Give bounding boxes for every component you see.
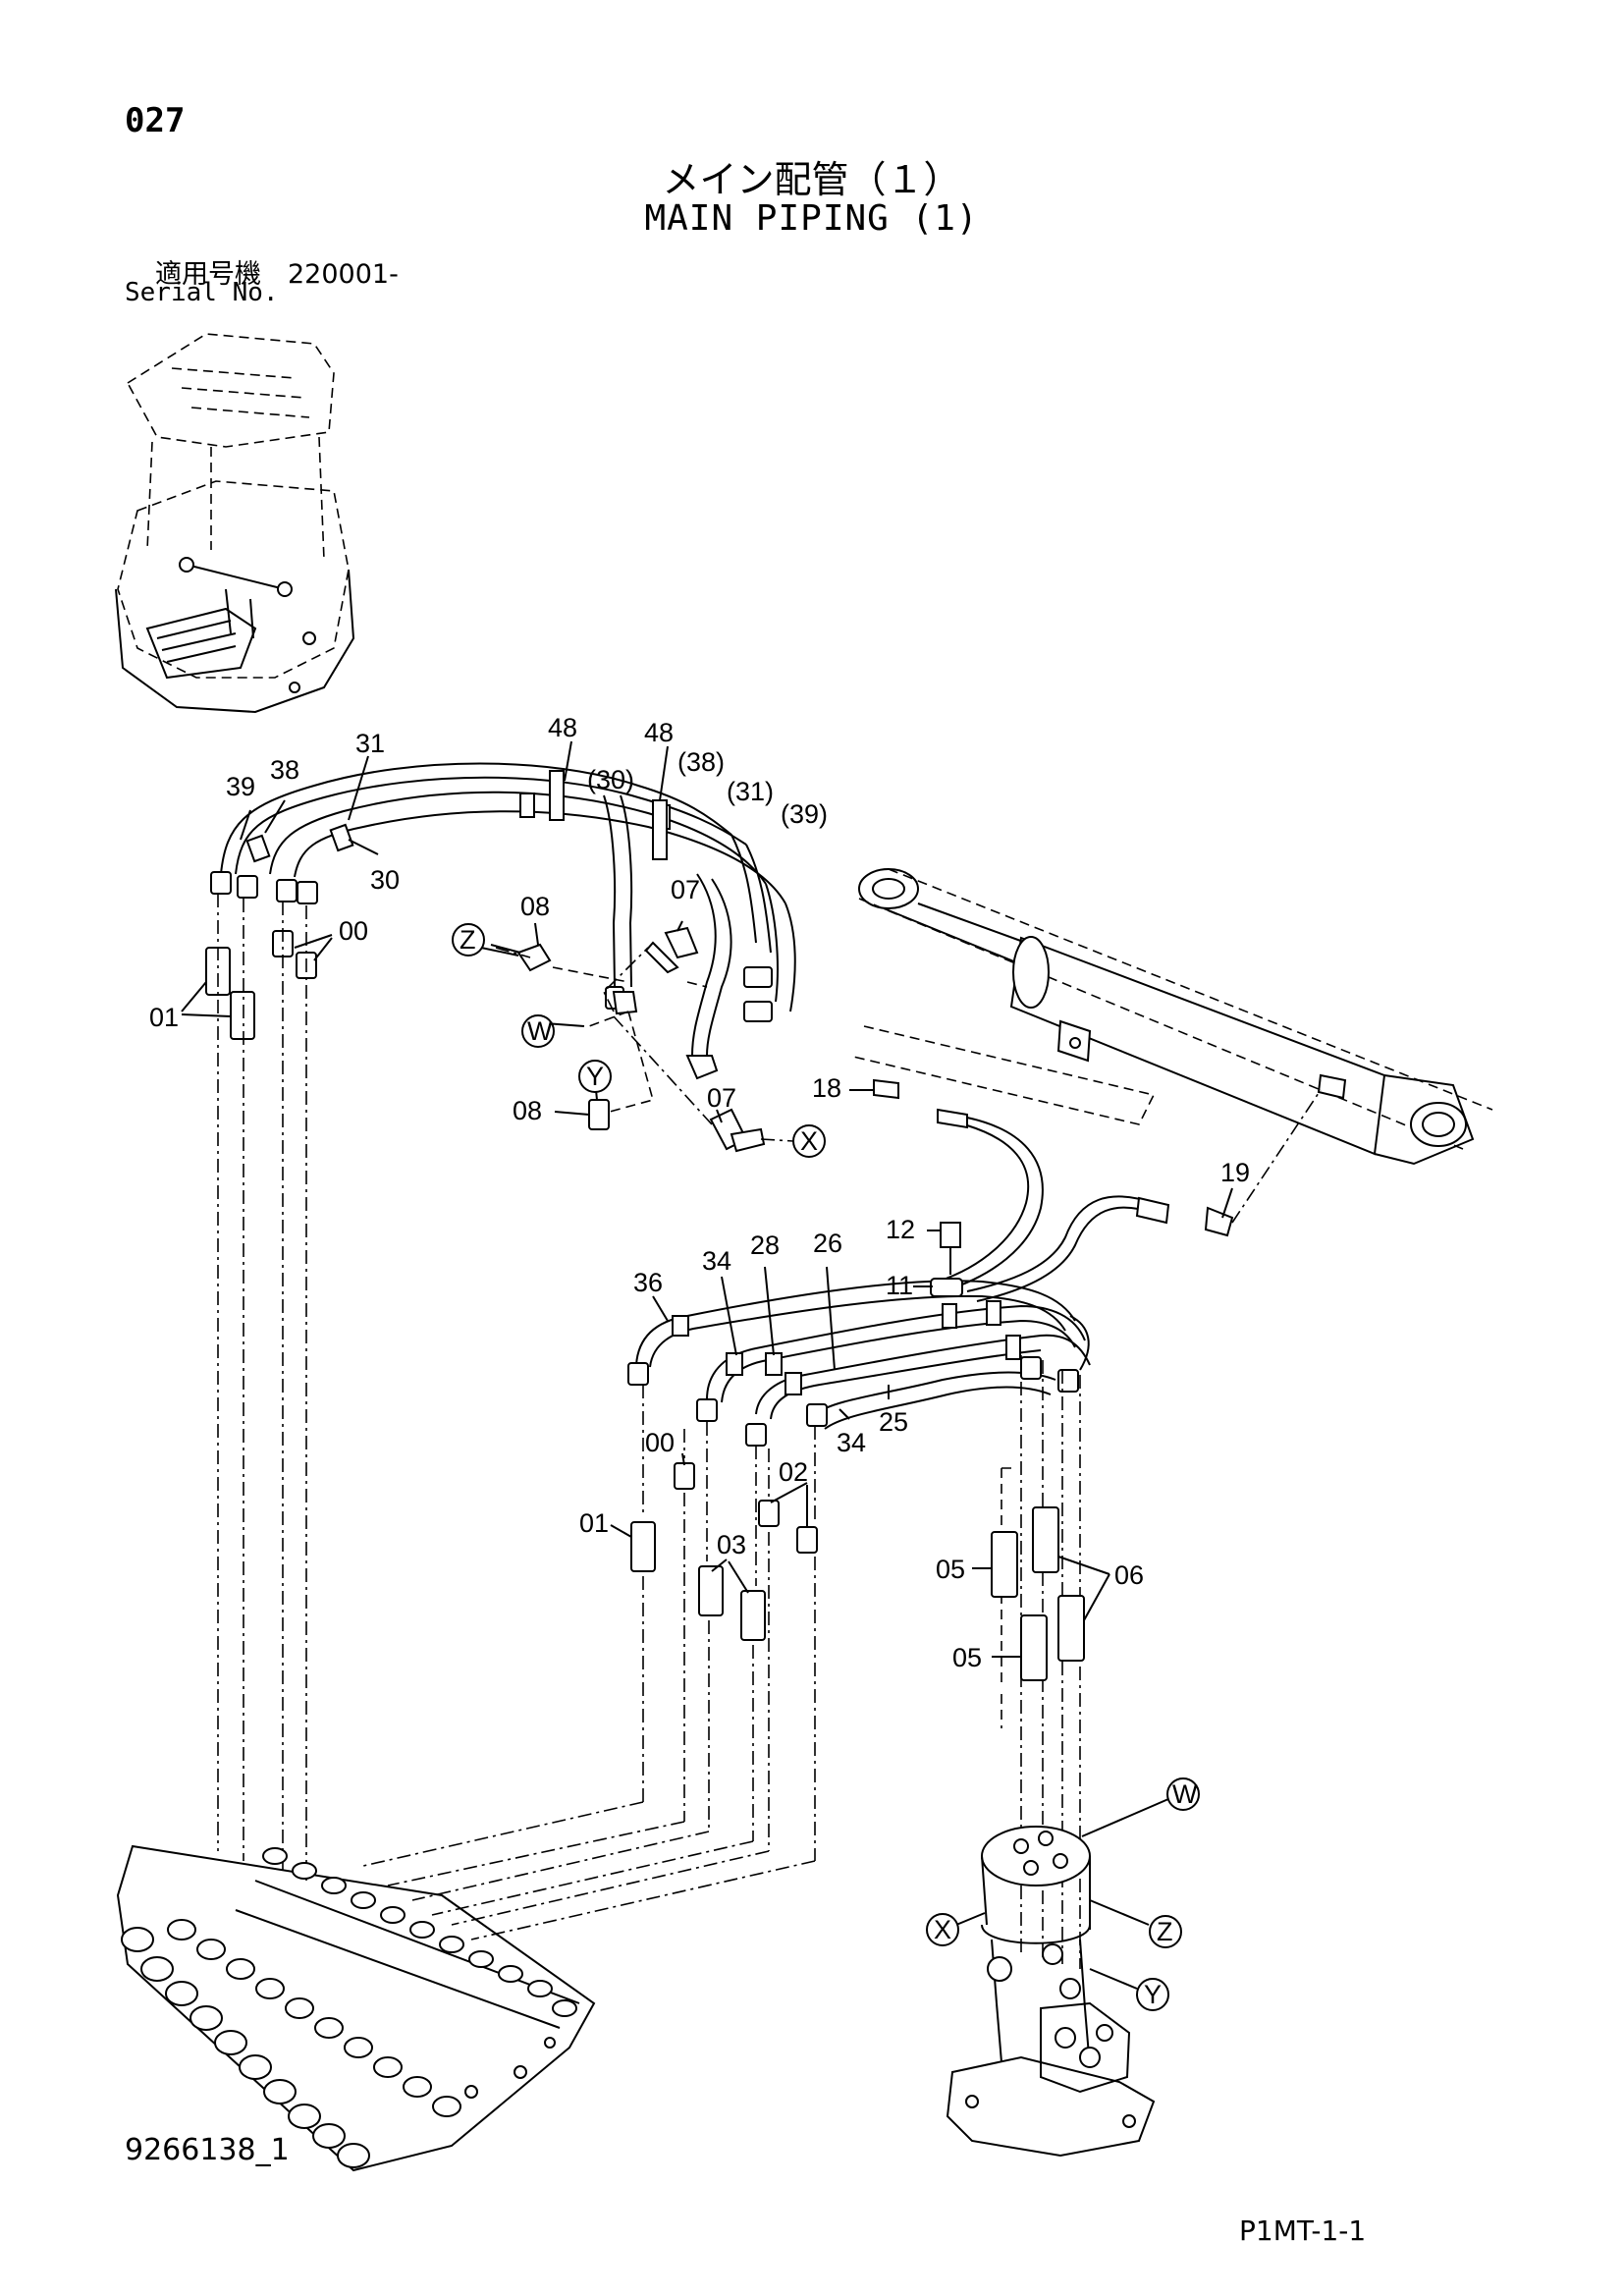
callout-11: 11 bbox=[886, 1271, 913, 1300]
callout-19: 19 bbox=[1220, 1158, 1250, 1187]
page-title-japanese: メイン配管（１） bbox=[662, 158, 961, 201]
callout-31: 31 bbox=[355, 729, 385, 758]
leader-lines bbox=[181, 740, 1233, 1990]
boom-cylinder-illustration bbox=[858, 868, 1493, 1166]
sheet-code: P1MT-1-1 bbox=[1239, 2214, 1367, 2247]
port-marker-x-upper: X bbox=[792, 1124, 826, 1158]
callout-01-upper: 01 bbox=[149, 1003, 179, 1032]
callout-02: 02 bbox=[779, 1457, 808, 1487]
callout-48-b: 48 bbox=[644, 718, 674, 747]
callout-30: 30 bbox=[370, 865, 400, 895]
drawing-number: 9266138_1 bbox=[125, 2133, 290, 2167]
callout-34-upper: 34 bbox=[702, 1246, 731, 1276]
svg-text:Y: Y bbox=[586, 1062, 604, 1091]
port-marker-w-lower: W bbox=[1166, 1777, 1200, 1811]
svg-text:Y: Y bbox=[1144, 1980, 1162, 2009]
callout-07-lower: 07 bbox=[707, 1083, 736, 1113]
svg-text:X: X bbox=[934, 1915, 951, 1944]
cylinder-hose-group bbox=[848, 1025, 1322, 1302]
port-marker-z-upper: Z bbox=[452, 923, 485, 957]
callout-36: 36 bbox=[633, 1268, 663, 1297]
callout-07-upper: 07 bbox=[671, 875, 700, 904]
port-marker-z-lower: Z bbox=[1149, 1915, 1182, 1948]
callout-38-ref: (38) bbox=[677, 747, 725, 777]
svg-text:Z: Z bbox=[1157, 1917, 1173, 1946]
lower-fittings bbox=[630, 1385, 818, 1861]
lower-center-lines bbox=[362, 1801, 816, 1941]
callout-08-lower: 08 bbox=[513, 1096, 542, 1125]
swivel-fittings-05-06 bbox=[991, 1355, 1085, 1969]
port-marker-y-lower: Y bbox=[1136, 1978, 1169, 2011]
callout-30-ref: (30) bbox=[587, 765, 634, 794]
callout-06: 06 bbox=[1114, 1560, 1144, 1590]
callout-05-lower: 05 bbox=[952, 1643, 982, 1672]
callout-05-upper: 05 bbox=[936, 1555, 965, 1584]
callout-18: 18 bbox=[812, 1073, 841, 1103]
upper-hose-group bbox=[210, 762, 796, 1080]
callout-08-upper: 08 bbox=[520, 892, 550, 921]
callout-01-lower: 01 bbox=[579, 1508, 609, 1538]
upper-fittings-00-01 bbox=[205, 930, 317, 1040]
page-number: 027 bbox=[125, 101, 186, 140]
callout-26: 26 bbox=[813, 1229, 842, 1258]
control-valve-illustration bbox=[116, 1844, 596, 2172]
svg-text:Z: Z bbox=[460, 925, 476, 955]
callout-39: 39 bbox=[226, 772, 255, 801]
port-marker-x-lower: X bbox=[926, 1913, 959, 1946]
callout-38: 38 bbox=[270, 755, 299, 785]
lower-hose-group bbox=[627, 1278, 1091, 1447]
callout-00-upper: 00 bbox=[339, 916, 368, 946]
serial-label-japanese: 適用号機 220001- bbox=[155, 259, 399, 290]
callout-34-lower: 34 bbox=[837, 1428, 866, 1457]
callout-48-a: 48 bbox=[548, 713, 577, 742]
part-callouts: 48 48 (30) (38) (31) (39) 31 38 39 30 00… bbox=[149, 713, 1250, 1672]
callout-03: 03 bbox=[717, 1530, 746, 1559]
adapter-group-07-08 bbox=[495, 926, 794, 1153]
upper-center-lines bbox=[217, 894, 307, 1881]
callout-39-ref: (39) bbox=[781, 799, 828, 829]
port-markers: Z W Y X W X Z Y bbox=[452, 923, 1200, 2011]
serial-label-english: Serial No. bbox=[125, 278, 279, 307]
svg-text:W: W bbox=[1172, 1779, 1198, 1809]
callout-28: 28 bbox=[750, 1230, 780, 1260]
page-title-english: MAIN PIPING (1) bbox=[644, 198, 979, 239]
callout-12: 12 bbox=[886, 1215, 915, 1244]
callout-00-lower: 00 bbox=[645, 1428, 675, 1457]
svg-text:W: W bbox=[527, 1016, 553, 1046]
port-marker-w-upper: W bbox=[521, 1014, 555, 1048]
machine-overview-illustration bbox=[115, 333, 355, 714]
svg-text:X: X bbox=[800, 1126, 818, 1156]
center-joint-illustration bbox=[946, 1826, 1156, 2158]
callout-31-ref: (31) bbox=[727, 777, 774, 806]
callout-25: 25 bbox=[879, 1407, 908, 1437]
port-marker-y-upper: Y bbox=[578, 1060, 612, 1093]
